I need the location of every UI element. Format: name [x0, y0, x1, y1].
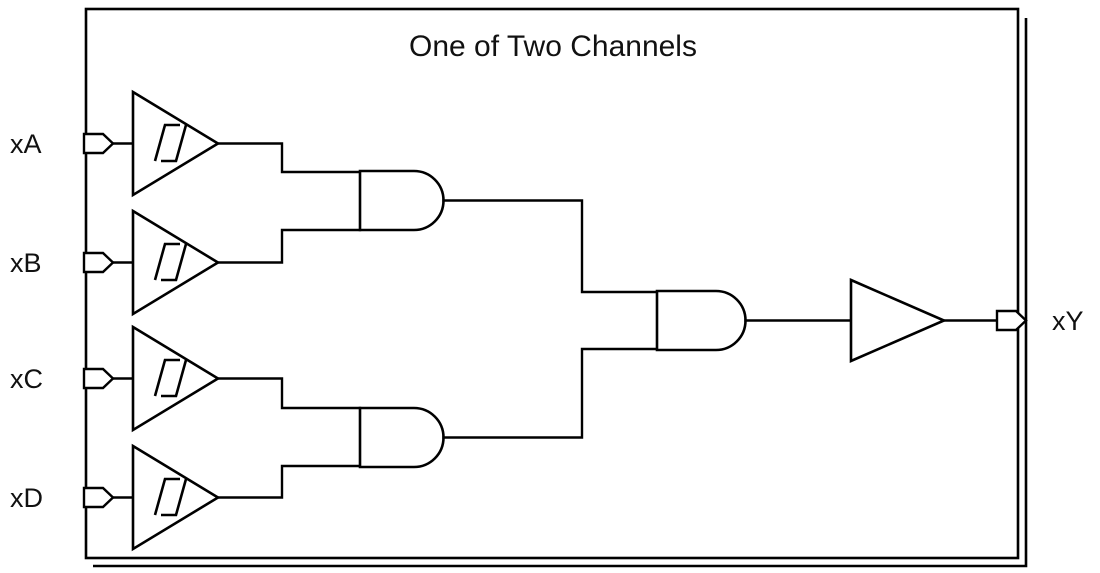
pin-label-xY: xY: [1052, 306, 1084, 336]
package-outline: [84, 7, 1028, 568]
schmitt-buffer-xC[interactable]: [131, 324, 221, 433]
output-channel-xY: xY: [995, 306, 1084, 336]
wire-xD-buffer-to-and2: [216, 464, 362, 499]
package-outline-inner: [84, 7, 1020, 560]
hysteresis-icon-xB: [153, 242, 188, 282]
wire-xA-buffer-to-and1: [216, 142, 362, 174]
diagram-title: One of Two Channels: [409, 30, 697, 63]
pin-label-xD: xD: [10, 483, 43, 513]
pin-label-xA: xA: [10, 129, 42, 159]
wire-xC-buffer-to-and2: [216, 377, 362, 410]
output-pin-xY[interactable]: [995, 309, 1028, 332]
package-outline-outer: [93, 18, 1028, 568]
input-pin-xB[interactable]: [82, 251, 115, 274]
and-gate-3[interactable]: [655, 289, 747, 352]
and-gate-2[interactable]: [358, 406, 445, 469]
input-channel-xB: xB: [10, 208, 362, 317]
input-channel-xC: xC: [10, 324, 362, 433]
input-pin-xD[interactable]: [82, 486, 115, 509]
output-buffer[interactable]: [849, 278, 948, 363]
input-channel-xA: xA: [10, 89, 362, 198]
wire-and2-to-and3: [442, 347, 659, 439]
hysteresis-icon-xA: [153, 123, 188, 163]
pin-label-xB: xB: [10, 248, 42, 278]
input-pin-xC[interactable]: [82, 367, 115, 390]
hysteresis-icon-xC: [153, 358, 188, 398]
schmitt-buffer-xD[interactable]: [131, 443, 221, 552]
and-gate-1[interactable]: [358, 169, 445, 232]
input-channel-xD: xD: [10, 443, 362, 552]
input-pin-xA[interactable]: [82, 132, 115, 155]
schmitt-buffer-xA[interactable]: [131, 89, 221, 198]
wire-and1-to-and3: [442, 199, 659, 294]
wire-xB-buffer-to-and1: [216, 228, 362, 264]
hysteresis-icon-xD: [153, 477, 188, 517]
schmitt-buffer-xB[interactable]: [131, 208, 221, 317]
pin-label-xC: xC: [10, 364, 43, 394]
